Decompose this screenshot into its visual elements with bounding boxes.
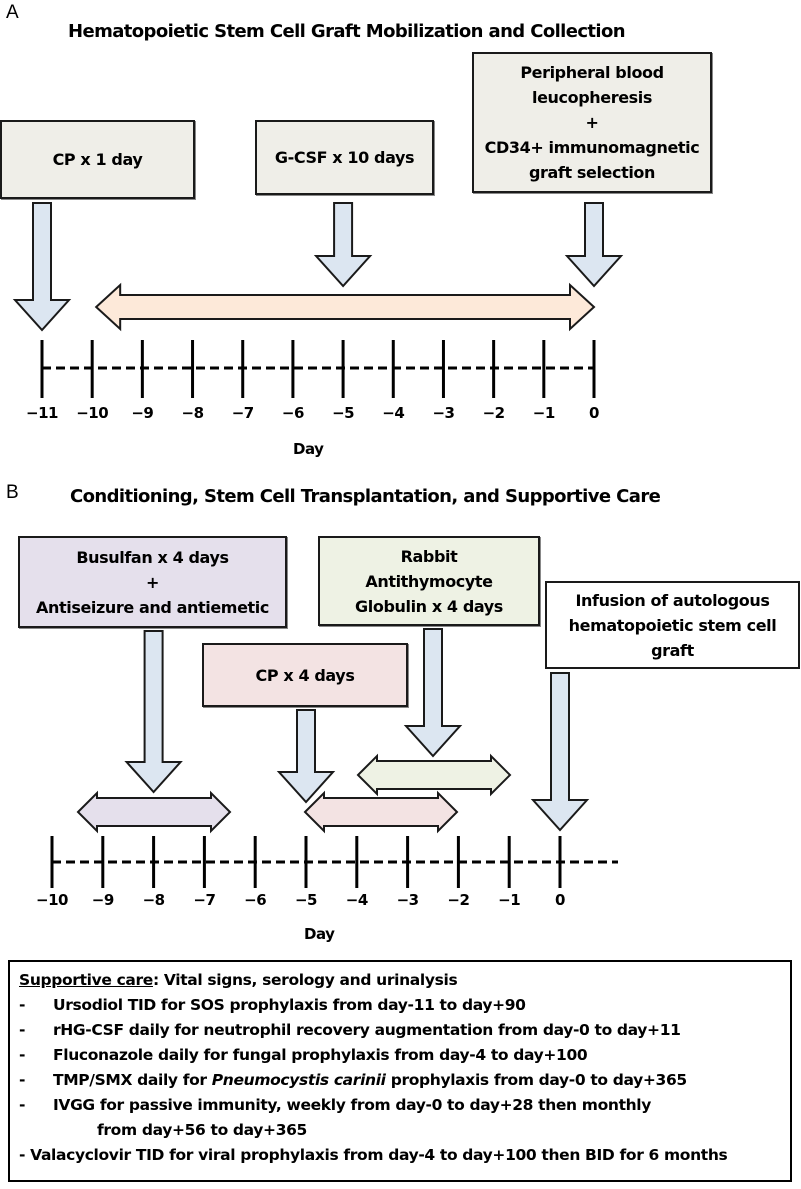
bullet: - bbox=[19, 996, 26, 1014]
list-item: - Ursodiol TID for SOS prophylaxis from d… bbox=[19, 993, 790, 1018]
axis-b-tick-label: 0 bbox=[555, 891, 565, 909]
axis-b-label: Day bbox=[304, 925, 335, 943]
box-text: graft bbox=[651, 640, 694, 660]
arrow-down-atg-icon bbox=[403, 628, 463, 758]
list-item: - Fluconazole daily for fungal prophylaxi… bbox=[19, 1043, 790, 1068]
item-text-italic: Pneumocystis carinii bbox=[211, 1071, 386, 1089]
box-cp-4-days: CP x 4 days bbox=[202, 643, 408, 707]
axis-a-tick-label: −7 bbox=[231, 404, 255, 422]
range-arrow-busulfan-range bbox=[76, 790, 232, 834]
box-text: Antithymocyte bbox=[365, 571, 493, 591]
item-text: Valacyclovir TID for viral prophylaxis f… bbox=[30, 1146, 728, 1164]
bullet: - bbox=[19, 1096, 26, 1114]
item-text: prophylaxis from day-0 to day+365 bbox=[385, 1071, 688, 1089]
list-item-continuation: from day+56 to day+365 bbox=[97, 1121, 307, 1139]
arrow-down-leuco-icon bbox=[564, 202, 624, 288]
axis-a-tick-label: −2 bbox=[482, 404, 506, 422]
axis-a-label: Day bbox=[293, 440, 324, 458]
box-text: Antiseizure and antiemetic bbox=[36, 597, 269, 617]
box-text: Globulin x 4 days bbox=[355, 596, 503, 616]
list-item: - IVGG for passive immunity, weekly from … bbox=[19, 1093, 790, 1118]
axis-a-tick-label: −9 bbox=[131, 404, 154, 422]
supportive-care-subtitle: : Vital signs, serology and urinalysis bbox=[152, 971, 458, 989]
box-text: CP x 4 days bbox=[255, 665, 355, 685]
list-item: -TMP/SMX daily for Pneumocystis carinii … bbox=[19, 1068, 790, 1093]
box-gcsf-10-days: G-CSF x 10 days bbox=[255, 120, 434, 195]
box-text: G-CSF x 10 days bbox=[274, 148, 415, 167]
bullet: - bbox=[19, 1146, 31, 1164]
box-text: graft selection bbox=[528, 163, 656, 182]
panel-a-letter: A bbox=[6, 2, 19, 23]
bullet: - bbox=[19, 1021, 26, 1039]
axis-b-tick-label: −5 bbox=[294, 891, 318, 909]
item-text: TMP/SMX daily for bbox=[53, 1071, 212, 1089]
panel-a-title: Hematopoietic Stem Cell Graft Mobilizati… bbox=[68, 21, 626, 42]
axis-b-tick-label: −10 bbox=[36, 891, 68, 909]
supportive-care-heading: Supportive care: Vital signs, serology a… bbox=[19, 968, 790, 993]
panel-b-title: Conditioning, Stem Cell Transplantation,… bbox=[70, 486, 661, 507]
item-text: IVGG for passive immunity, weekly from d… bbox=[53, 1096, 652, 1114]
box-text: leucopheresis bbox=[532, 88, 652, 107]
box-text: CP x 1 day bbox=[52, 150, 143, 169]
axis-b-tick-label: −1 bbox=[498, 891, 521, 909]
box-text: Infusion of autologous bbox=[575, 590, 770, 610]
arrow-down-cp-icon bbox=[12, 202, 72, 332]
box-text: CD34+ immunomagnetic bbox=[484, 138, 700, 157]
panel-b-letter: B bbox=[6, 482, 19, 503]
axis-b-tick-label: −4 bbox=[345, 891, 369, 909]
box-busulfan: Busulfan x 4 days + Antiseizure and anti… bbox=[18, 536, 287, 628]
arrow-down-infusion-icon bbox=[530, 672, 590, 832]
axis-a-tick-label: −5 bbox=[332, 404, 355, 422]
range-arrow-cp-range bbox=[303, 790, 459, 834]
box-infusion: Infusion of autologous hematopoietic ste… bbox=[545, 581, 800, 669]
supportive-care-title: Supportive care bbox=[19, 971, 153, 989]
axis-a-tick-label: −3 bbox=[432, 404, 455, 422]
box-leucopheresis: Peripheral blood leucopheresis + CD34+ i… bbox=[472, 52, 712, 193]
supportive-care-box: Supportive care: Vital signs, serology a… bbox=[8, 960, 792, 1182]
axis-b-tick-label: −6 bbox=[244, 891, 267, 909]
box-antithymocyte-globulin: Rabbit Antithymocyte Globulin x 4 days bbox=[318, 536, 540, 626]
range-arrow-atg-range bbox=[356, 753, 512, 797]
axis-a-tick-label: −1 bbox=[532, 404, 556, 422]
box-cp-1-day: CP x 1 day bbox=[0, 120, 195, 199]
axis-b-tick-label: −9 bbox=[91, 891, 115, 909]
list-item: - rHG-CSF daily for neutrophil recovery a… bbox=[19, 1018, 790, 1043]
axis-b-tick-label: −8 bbox=[142, 891, 166, 909]
range-arrow-gcsf-range bbox=[94, 282, 596, 332]
axis-b-tick-label: −2 bbox=[447, 891, 470, 909]
arrow-down-gcsf-icon bbox=[313, 202, 373, 288]
box-text: Peripheral blood bbox=[520, 63, 664, 82]
bullet: - bbox=[19, 1071, 26, 1089]
axis-b-tick-label: −3 bbox=[396, 891, 420, 909]
box-text: Busulfan x 4 days bbox=[76, 547, 229, 567]
bullet: - bbox=[19, 1046, 26, 1064]
arrow-down-cp4-icon bbox=[276, 709, 336, 804]
box-text: Rabbit bbox=[400, 546, 458, 566]
axis-a-tick-label: −8 bbox=[181, 404, 205, 422]
arrow-down-busulfan-icon bbox=[124, 630, 183, 794]
axis-b-tick-label: −7 bbox=[193, 891, 216, 909]
box-text: + bbox=[145, 572, 159, 592]
item-text: Fluconazole daily for fungal prophylaxis… bbox=[53, 1046, 588, 1064]
item-text: Ursodiol TID for SOS prophylaxis from da… bbox=[53, 996, 526, 1014]
axis-a-tick-label: −4 bbox=[382, 404, 405, 422]
box-text: + bbox=[585, 113, 599, 132]
list-item: - Valacyclovir TID for viral prophylaxis… bbox=[19, 1143, 790, 1168]
axis-a-tick-label: −6 bbox=[281, 404, 305, 422]
item-text: rHG-CSF daily for neutrophil recovery au… bbox=[53, 1021, 681, 1039]
axis-a-tick-label: −11 bbox=[26, 404, 58, 422]
axis-a-tick-label: −10 bbox=[76, 404, 109, 422]
box-text: hematopoietic stem cell bbox=[568, 615, 777, 635]
axis-a-tick-label: 0 bbox=[589, 404, 599, 422]
